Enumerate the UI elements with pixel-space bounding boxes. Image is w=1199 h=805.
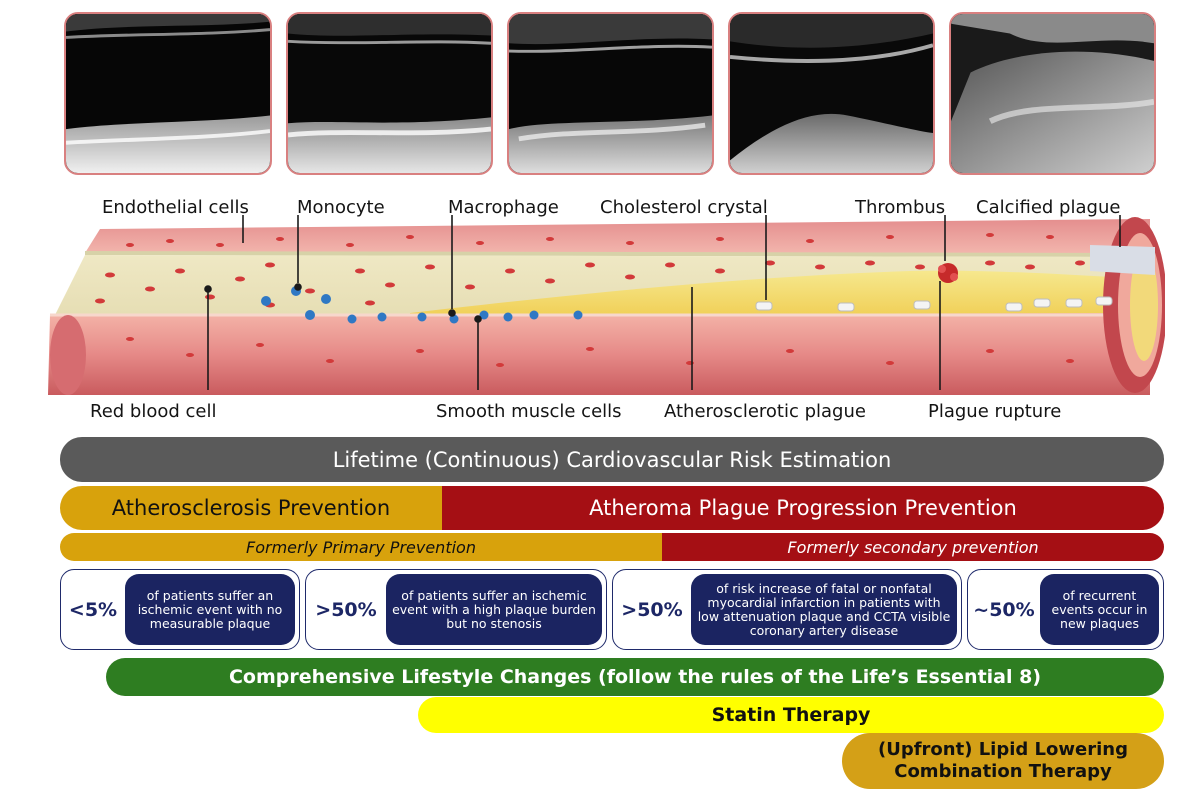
statin-therapy-bar: Statin Therapy bbox=[418, 697, 1164, 733]
statin-therapy-label: Statin Therapy bbox=[711, 704, 871, 726]
atherosclerosis-prevention-label: Atherosclerosis Prevention bbox=[111, 496, 391, 520]
label-atherosclerotic-plague: Atherosclerotic plague bbox=[664, 401, 866, 422]
label-plague-rupture: Plague rupture bbox=[928, 401, 1062, 422]
label-calcified-plague: Calcified plague bbox=[976, 197, 1121, 218]
lifestyle-changes-label: Comprehensive Lifestyle Changes (follow … bbox=[228, 666, 1042, 688]
stat-box-3: >50% of risk increase of fatal or nonfat… bbox=[612, 569, 962, 650]
stat-text: of risk increase of fatal or nonfatal my… bbox=[691, 574, 957, 645]
stat-text: of recurrent events occur in new plaques bbox=[1040, 574, 1159, 645]
ultrasound-panel-2 bbox=[286, 12, 493, 175]
label-thrombus: Thrombus bbox=[855, 197, 946, 218]
label-red-blood-cell: Red blood cell bbox=[90, 401, 217, 422]
ultrasound-panel-5 bbox=[949, 12, 1156, 175]
label-monocyte: Monocyte bbox=[297, 197, 385, 218]
stat-percent: >50% bbox=[315, 598, 377, 621]
label-endothelial-cells: Endothelial cells bbox=[102, 197, 249, 218]
stat-box-4: ~50% of recurrent events occur in new pl… bbox=[967, 569, 1164, 650]
formerly-primary-bar: Formerly Primary Prevention bbox=[60, 533, 662, 561]
lifetime-risk-label: Lifetime (Continuous) Cardiovascular Ris… bbox=[332, 447, 892, 472]
formerly-secondary-label: Formerly secondary prevention bbox=[787, 537, 1039, 557]
lifestyle-changes-bar: Comprehensive Lifestyle Changes (follow … bbox=[106, 658, 1164, 696]
artery-illustration bbox=[48, 215, 1165, 395]
stat-percent: ~50% bbox=[973, 598, 1035, 621]
lifetime-risk-bar: Lifetime (Continuous) Cardiovascular Ris… bbox=[60, 437, 1164, 482]
stat-text: of patients suffer an ischemic event wit… bbox=[125, 574, 295, 645]
atherosclerosis-prevention-bar: Atherosclerosis Prevention bbox=[60, 486, 442, 530]
stat-percent: >50% bbox=[621, 598, 683, 621]
label-smooth-muscle-cells: Smooth muscle cells bbox=[436, 401, 622, 422]
ultrasound-panel-4 bbox=[728, 12, 935, 175]
label-macrophage: Macrophage bbox=[448, 197, 559, 218]
formerly-primary-label: Formerly Primary Prevention bbox=[246, 537, 476, 557]
combination-therapy-line2: Combination Therapy bbox=[894, 761, 1112, 782]
stat-box-2: >50% of patients suffer an ischemic even… bbox=[305, 569, 607, 650]
ultrasound-panel-1 bbox=[64, 12, 272, 175]
label-cholesterol-crystal: Cholesterol crystal bbox=[600, 197, 768, 218]
progression-prevention-bar: Atheroma Plague Progression Prevention bbox=[442, 486, 1164, 530]
stat-text: of patients suffer an ischemic event wit… bbox=[386, 574, 602, 645]
progression-prevention-label: Atheroma Plague Progression Prevention bbox=[589, 496, 1017, 520]
formerly-secondary-bar: Formerly secondary prevention bbox=[662, 533, 1164, 561]
ultrasound-panel-3 bbox=[507, 12, 714, 175]
combination-therapy-bar: (Upfront) Lipid Lowering Combination The… bbox=[842, 733, 1164, 789]
combination-therapy-line1: (Upfront) Lipid Lowering bbox=[878, 739, 1128, 760]
stat-box-1: <5% of patients suffer an ischemic event… bbox=[60, 569, 300, 650]
stat-percent: <5% bbox=[68, 598, 118, 621]
